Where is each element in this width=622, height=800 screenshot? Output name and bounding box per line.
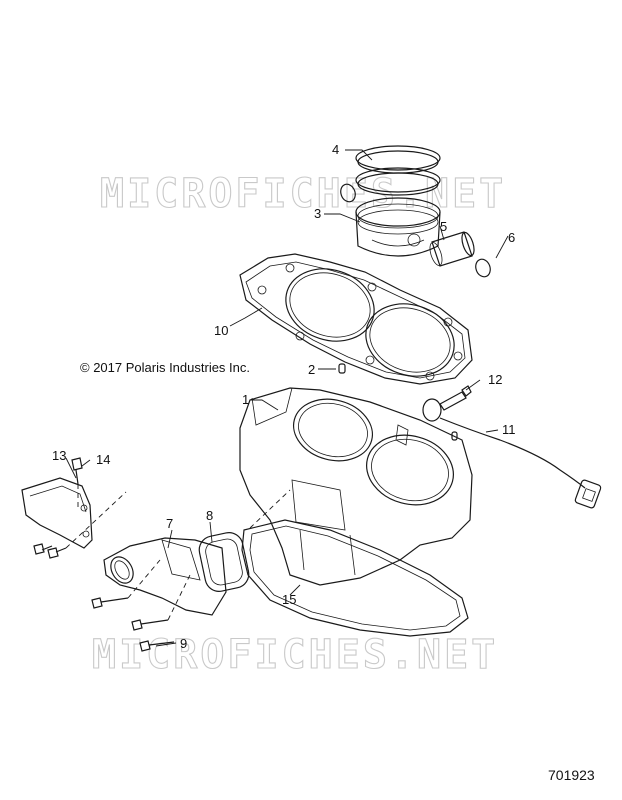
cylinder-block — [239, 387, 473, 586]
callout-7: 7 — [166, 516, 173, 531]
callout-6: 6 — [508, 230, 515, 245]
leader-lines — [65, 149, 509, 647]
callout-1: 1 — [242, 392, 249, 407]
dowel-pin — [338, 363, 346, 374]
callout-13: 13 — [52, 448, 66, 463]
watermark-bottom: MICROFICHES.NET — [92, 632, 498, 678]
base-gasket — [241, 519, 469, 637]
callout-5: 5 — [440, 219, 447, 234]
watermark-top: MICROFICHES.NET — [100, 171, 506, 217]
callout-8: 8 — [206, 508, 213, 523]
head-gasket — [239, 253, 473, 385]
callout-12: 12 — [488, 372, 502, 387]
copyright-notice: © 2017 Polaris Industries Inc. — [80, 360, 250, 375]
callout-labels: 4 3 5 6 10 2 1 12 11 13 14 7 8 9 15 — [52, 142, 516, 651]
callout-14: 14 — [96, 452, 110, 467]
callout-15: 15 — [282, 592, 296, 607]
piston-pin — [429, 231, 475, 267]
callout-3: 3 — [314, 206, 321, 221]
circlips — [340, 183, 491, 278]
sensor-wire — [439, 417, 602, 509]
heat-shield — [21, 477, 93, 549]
housing-seal — [198, 532, 250, 592]
small-dowel — [451, 431, 458, 441]
callout-4: 4 — [332, 142, 339, 157]
diagram-number: 701923 — [548, 767, 595, 783]
alignment-lines — [65, 484, 291, 621]
water-outlet-housing — [103, 537, 227, 616]
callout-9: 9 — [180, 636, 187, 651]
callout-2: 2 — [308, 362, 315, 377]
piston — [355, 197, 441, 257]
shield-bolts — [33, 457, 83, 559]
knock-sensor — [422, 385, 472, 422]
housing-bolts — [91, 597, 175, 652]
callout-11: 11 — [502, 422, 516, 437]
callout-10: 10 — [214, 323, 228, 338]
piston-rings — [355, 145, 441, 196]
